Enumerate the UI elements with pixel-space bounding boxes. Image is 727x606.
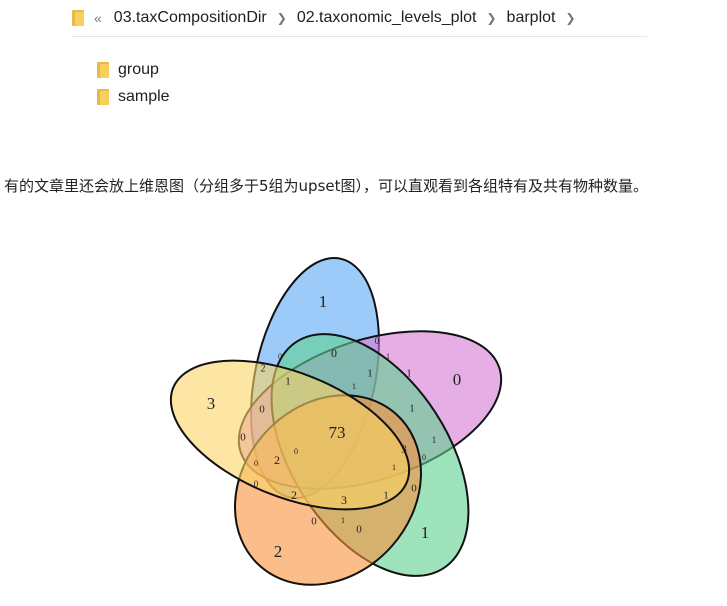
venn-region-label: 3 (341, 493, 347, 507)
venn-label-orange-unique: 2 (274, 542, 283, 561)
venn-label-purple-unique: 0 (453, 370, 462, 389)
breadcrumb-item-taxcomposition[interactable]: 03.taxCompositionDir (113, 9, 267, 26)
venn-region-label: 1 (386, 352, 390, 361)
venn-region-label: 1 (406, 368, 412, 380)
venn-region-label: 1 (367, 368, 373, 380)
venn-region-label: 0 (278, 352, 282, 361)
venn-region-label: 0 (254, 479, 259, 489)
breadcrumb: « 03.taxCompositionDir ❯ 02.taxonomic_le… (72, 0, 647, 37)
venn-label-blue-unique: 1 (319, 292, 328, 311)
venn-region-label: 1 (285, 376, 291, 388)
file-list: group sample (97, 56, 170, 110)
venn-region-label: 0 (422, 453, 426, 462)
venn-region-label: 1 (392, 463, 396, 472)
venn-region-label: 2 (274, 453, 280, 467)
venn-region-label: 0 (254, 459, 258, 468)
venn-region-label: 1 (352, 382, 356, 391)
overflow-chevron[interactable]: « (94, 10, 102, 26)
venn-region-label: 2 (261, 363, 266, 374)
venn-ellipses (169, 257, 503, 586)
venn-region-label: 0 (411, 483, 417, 495)
chevron-right-icon[interactable]: ❯ (276, 11, 287, 25)
folder-icon (97, 88, 109, 105)
article-paragraph: 有的文章里还会放上维恩图（分组多于5组为upset图），可以直观看到各组特有及共… (4, 177, 649, 195)
venn-region-label: 0 (375, 336, 380, 346)
folder-icon (72, 10, 84, 26)
breadcrumb-item-taxonomic-levels[interactable]: 02.taxonomic_levels_plot (296, 9, 477, 26)
venn-label-yellow-unique: 3 (207, 394, 216, 413)
chevron-right-icon[interactable]: ❯ (486, 11, 497, 25)
venn-region-label: 0 (259, 404, 265, 416)
venn-region-label: 0 (311, 516, 317, 528)
venn-region-label: 0 (331, 346, 337, 360)
file-name: group (118, 60, 159, 78)
venn-region-label: 0 (240, 432, 246, 444)
list-item[interactable]: group (97, 56, 170, 83)
list-item[interactable]: sample (97, 83, 170, 110)
venn-label-center: 73 (329, 423, 346, 442)
venn-region-label: 0 (356, 524, 362, 536)
folder-icon (97, 61, 109, 78)
venn-region-label: 3 (401, 444, 407, 456)
file-name: sample (118, 87, 170, 105)
breadcrumb-item-barplot[interactable]: barplot (506, 9, 556, 26)
chevron-right-icon[interactable]: ❯ (565, 11, 576, 25)
venn-region-label: 2 (291, 488, 297, 502)
venn-set-yellow (169, 359, 411, 511)
venn-label-green-unique: 1 (421, 523, 430, 542)
venn-region-label: 1 (341, 516, 345, 525)
venn-region-label: 1 (409, 403, 415, 415)
venn-region-label: 0 (294, 447, 298, 456)
venn-region-label: 1 (383, 490, 389, 502)
venn-region-label: 1 (432, 435, 437, 445)
